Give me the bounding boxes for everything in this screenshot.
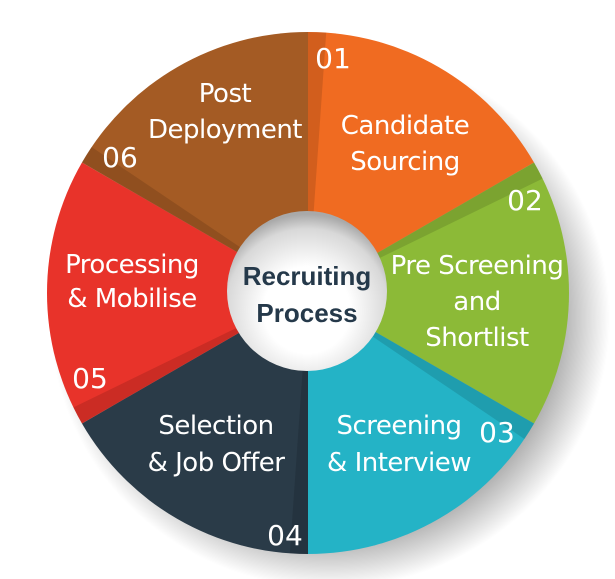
segment-02 bbox=[308, 162, 569, 424]
segment-label: Post bbox=[199, 79, 252, 109]
segment-label: Sourcing bbox=[350, 147, 460, 177]
segment-label: Candidate bbox=[341, 111, 469, 141]
segment-label: Processing bbox=[65, 250, 199, 280]
segment-label: Shortlist bbox=[425, 323, 529, 353]
center-hub bbox=[227, 211, 387, 371]
segment-label: Screening bbox=[336, 411, 461, 441]
segment-label: Pre Screening bbox=[391, 251, 564, 281]
segment-number: 01 bbox=[315, 42, 351, 75]
center-title-line1: Recruiting bbox=[243, 261, 372, 291]
segment-label: Deployment bbox=[148, 115, 302, 145]
segment-label: & Job Offer bbox=[148, 448, 286, 478]
center-title-line2: Process bbox=[256, 298, 357, 328]
segment-number: 02 bbox=[507, 184, 543, 217]
segment-number: 03 bbox=[479, 416, 515, 449]
segment-06 bbox=[81, 32, 308, 293]
segment-number: 05 bbox=[72, 362, 108, 395]
segment-05 bbox=[46, 162, 308, 424]
segment-03 bbox=[308, 293, 535, 554]
segment-number: 04 bbox=[267, 519, 303, 552]
segment-number: 06 bbox=[102, 141, 138, 174]
segment-04 bbox=[81, 293, 308, 554]
segment-01 bbox=[308, 32, 535, 293]
segment-label: & Interview bbox=[327, 448, 471, 478]
segment-label: and bbox=[453, 287, 500, 317]
segment-label: Selection bbox=[158, 411, 273, 441]
segment-label: & Mobilise bbox=[67, 284, 197, 314]
